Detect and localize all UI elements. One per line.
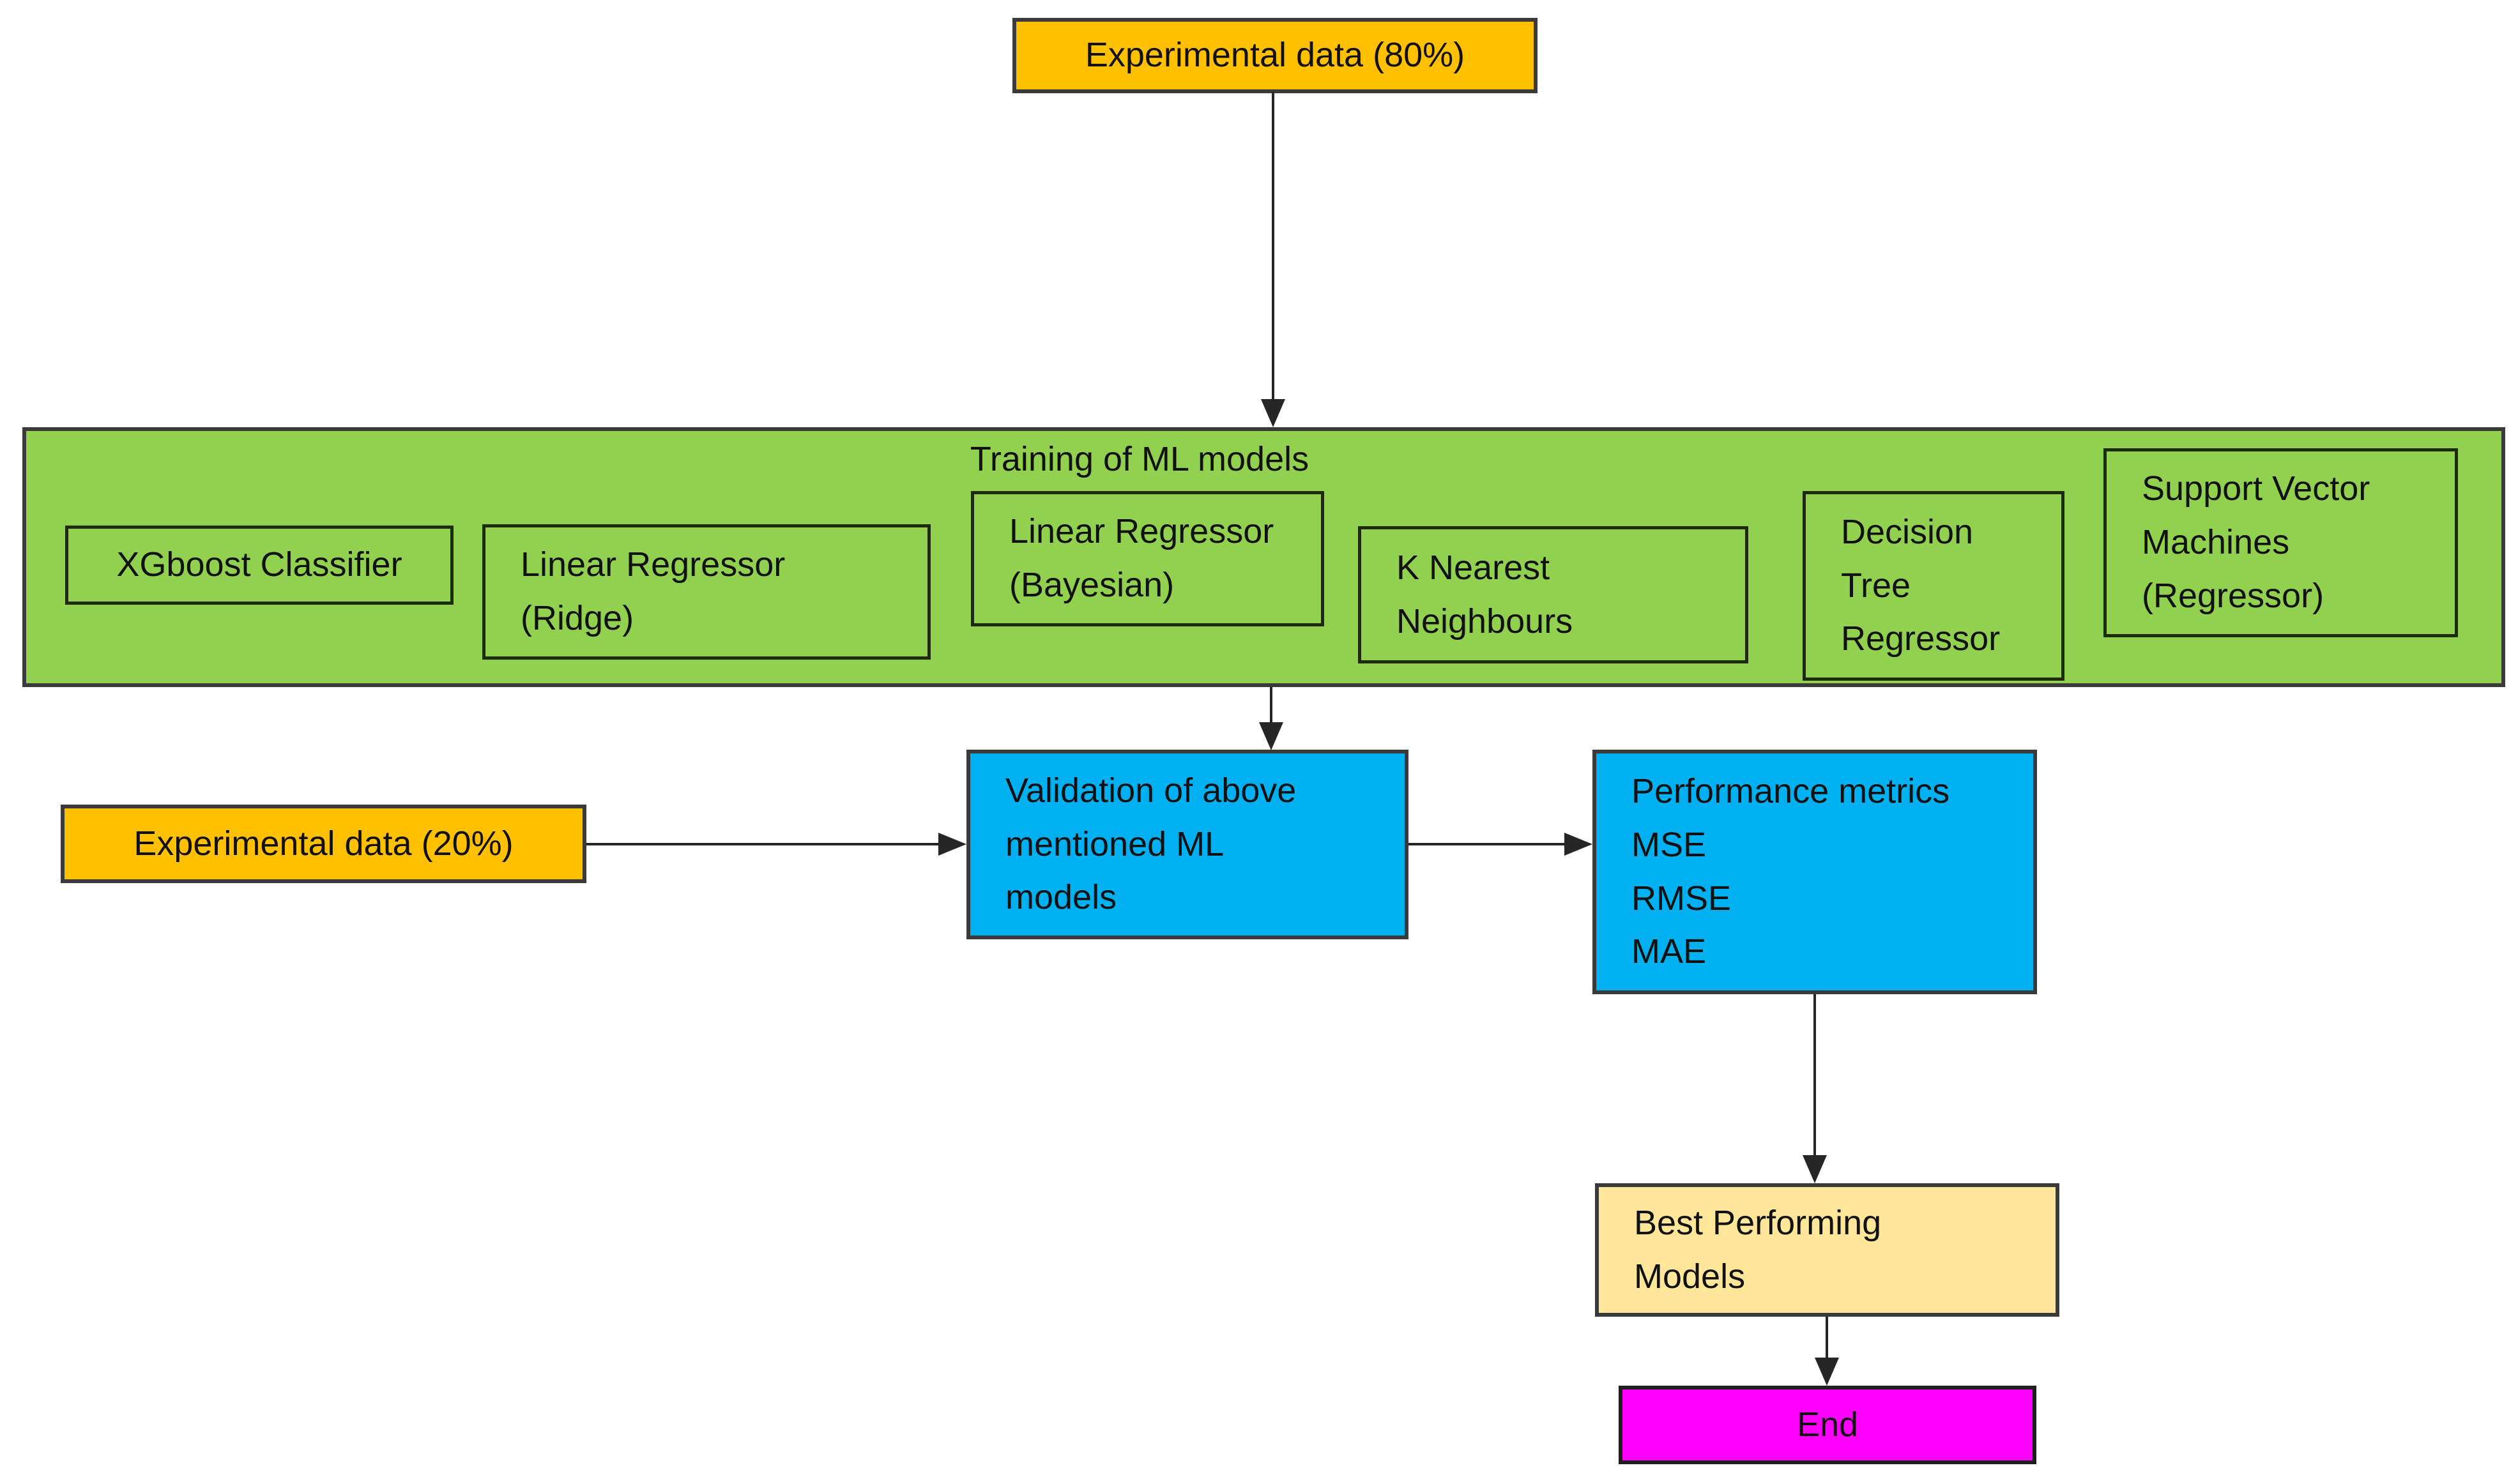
node-label-training-title: Training of ML models	[970, 440, 1309, 478]
arrow-validation-to-metrics-shaft	[1408, 843, 1564, 845]
node-model-xgboost-classifier: XGboost Classifier	[65, 526, 454, 605]
node-label-validation: Validation of above mentioned ML models	[1005, 771, 1297, 917]
arrow-validation-to-metrics-head	[1564, 833, 1592, 856]
arrow-best-to-end-shaft	[1826, 1317, 1828, 1358]
node-end: End	[1619, 1386, 2036, 1464]
node-validation: Validation of above mentioned ML models	[966, 750, 1408, 939]
node-model-linear-regressor-bayesian: Linear Regressor (Bayesian)	[971, 491, 1324, 626]
node-label-linear-regressor-bayesian: Linear Regressor (Bayesian)	[1009, 512, 1274, 604]
arrow-training-to-validation-head	[1259, 722, 1283, 750]
node-label-decision-tree-regressor: Decision Tree Regressor	[1841, 512, 2001, 658]
node-model-decision-tree-regressor: Decision Tree Regressor	[1803, 491, 2064, 681]
node-experimental-data-20: Experimental data (20%)	[61, 805, 586, 883]
node-performance-metrics: Performance metrics MSE RMSE MAE	[1592, 750, 2037, 994]
node-label-experimental-data-20: Experimental data (20%)	[134, 824, 514, 863]
node-label-end: End	[1796, 1405, 1859, 1444]
node-model-linear-regressor-ridge: Linear Regressor (Ridge)	[482, 524, 931, 660]
arrow-training-to-validation-shaft	[1270, 687, 1272, 722]
arrow-exp80-to-training-shaft	[1272, 92, 1274, 399]
node-experimental-data-80: Experimental data (80%)	[1012, 18, 1538, 93]
node-model-k-nearest-neighbours: K Nearest Neighbours	[1358, 526, 1748, 663]
node-label-xgboost-classifier: XGboost Classifier	[116, 545, 402, 584]
node-model-support-vector-machines: Support Vector Machines (Regressor)	[2103, 448, 2458, 637]
arrow-exp20-to-validation-shaft	[586, 843, 938, 845]
arrow-exp80-to-training-head	[1261, 399, 1285, 427]
node-training-container: Training of ML models XGboost Classifier…	[22, 427, 2505, 687]
node-label-performance-metrics: Performance metrics MSE RMSE MAE	[1631, 772, 1950, 971]
node-label-best-performing-models: Best Performing Models	[1634, 1203, 1882, 1296]
node-label-support-vector-machines: Support Vector Machines (Regressor)	[2142, 469, 2370, 615]
node-best-performing-models: Best Performing Models	[1595, 1183, 2059, 1317]
arrow-best-to-end-head	[1815, 1358, 1839, 1386]
node-label-experimental-data-80: Experimental data (80%)	[1085, 36, 1465, 75]
arrow-exp20-to-validation-head	[938, 833, 966, 856]
arrow-metrics-to-best-head	[1803, 1155, 1827, 1183]
node-label-k-nearest-neighbours: K Nearest Neighbours	[1396, 548, 1573, 640]
node-label-linear-regressor-ridge: Linear Regressor (Ridge)	[521, 545, 786, 637]
arrow-metrics-to-best-shaft	[1813, 994, 1816, 1155]
